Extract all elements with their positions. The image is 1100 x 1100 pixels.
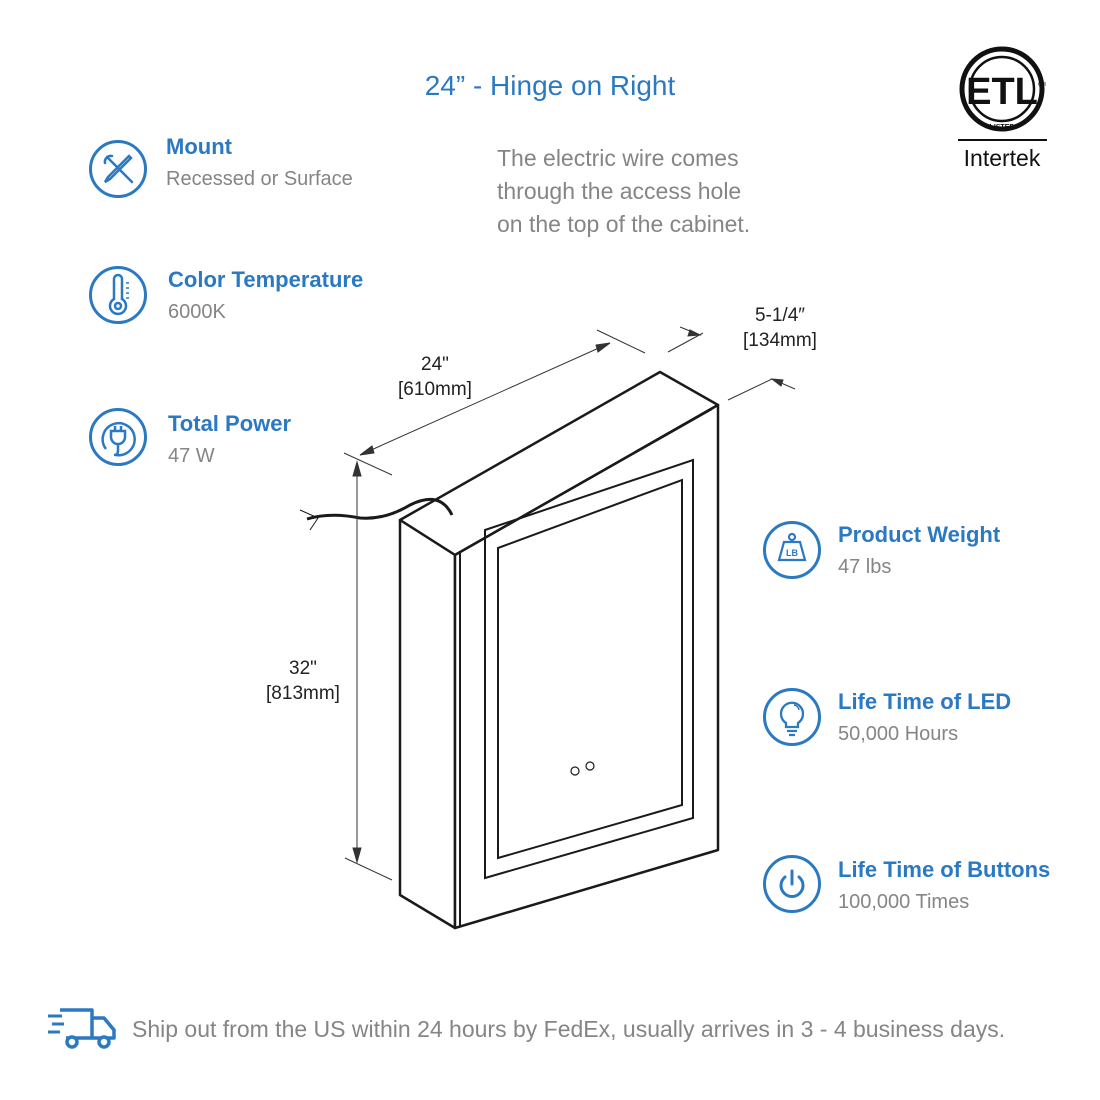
power-icon xyxy=(763,855,821,913)
feature-value: Recessed or Surface xyxy=(166,168,353,190)
shipping-text: Ship out from the US within 24 hours by … xyxy=(132,1016,1006,1042)
width-dimension: 24" [610mm] xyxy=(380,352,490,402)
feature-value: 6000K xyxy=(168,301,226,323)
note-line: through the access hole xyxy=(497,178,742,204)
feature-value: 100,000 Times xyxy=(838,891,970,913)
etl-intertek-logo: ETL LISTED CM Intertek xyxy=(950,42,1055,177)
feature-title: Total Power xyxy=(168,411,292,436)
note-line: The electric wire comes xyxy=(497,145,739,171)
dimension-imperial: 32" xyxy=(289,658,317,679)
thermometer-icon xyxy=(89,266,147,324)
svg-text:LISTED: LISTED xyxy=(990,124,1015,131)
feature-title: Color Temperature xyxy=(168,267,364,292)
weight-icon-text: LB xyxy=(786,548,798,558)
feature-value: 50,000 Hours xyxy=(838,723,959,745)
feature-value: 47 lbs xyxy=(838,556,892,578)
feature-title: Product Weight xyxy=(838,522,1001,547)
plug-icon xyxy=(89,408,147,466)
note-line: on the top of the cabinet. xyxy=(497,211,751,237)
wire-note: The electric wire comes through the acce… xyxy=(497,142,750,241)
truck-icon xyxy=(46,1004,118,1052)
tools-icon xyxy=(89,140,147,198)
svg-text:ETL: ETL xyxy=(966,71,1038,113)
dimension-imperial: 5-1/4″ xyxy=(754,305,806,326)
feature-value: 47 W xyxy=(168,445,215,467)
feature-title: Mount xyxy=(166,134,232,159)
lightbulb-icon xyxy=(763,688,821,746)
feature-title: Life Time of Buttons xyxy=(838,857,1051,882)
weight-icon: LB xyxy=(763,521,821,579)
svg-text:Intertek: Intertek xyxy=(964,145,1041,171)
dimension-imperial: 24" xyxy=(421,354,449,375)
page-title: 24” - Hinge on Right xyxy=(424,70,676,101)
height-dimension: 32" [813mm] xyxy=(248,656,358,706)
dimension-metric: [610mm] xyxy=(398,379,472,400)
svg-text:CM: CM xyxy=(1038,82,1046,88)
dimension-metric: [134mm] xyxy=(743,330,817,351)
depth-dimension: 5-1/4″ [134mm] xyxy=(725,303,835,353)
feature-title: Life Time of LED xyxy=(838,689,1012,714)
dimension-metric: [813mm] xyxy=(266,683,340,704)
